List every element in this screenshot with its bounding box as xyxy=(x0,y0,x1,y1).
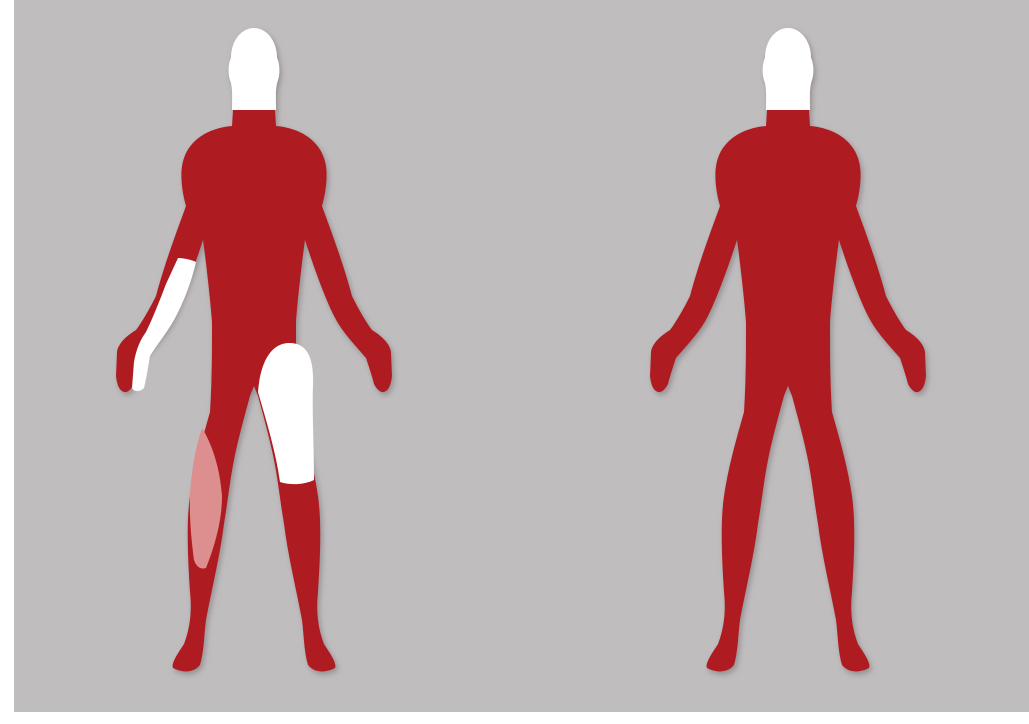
head-icon xyxy=(763,28,814,110)
head-icon xyxy=(229,28,280,110)
background-panel xyxy=(14,0,1029,712)
